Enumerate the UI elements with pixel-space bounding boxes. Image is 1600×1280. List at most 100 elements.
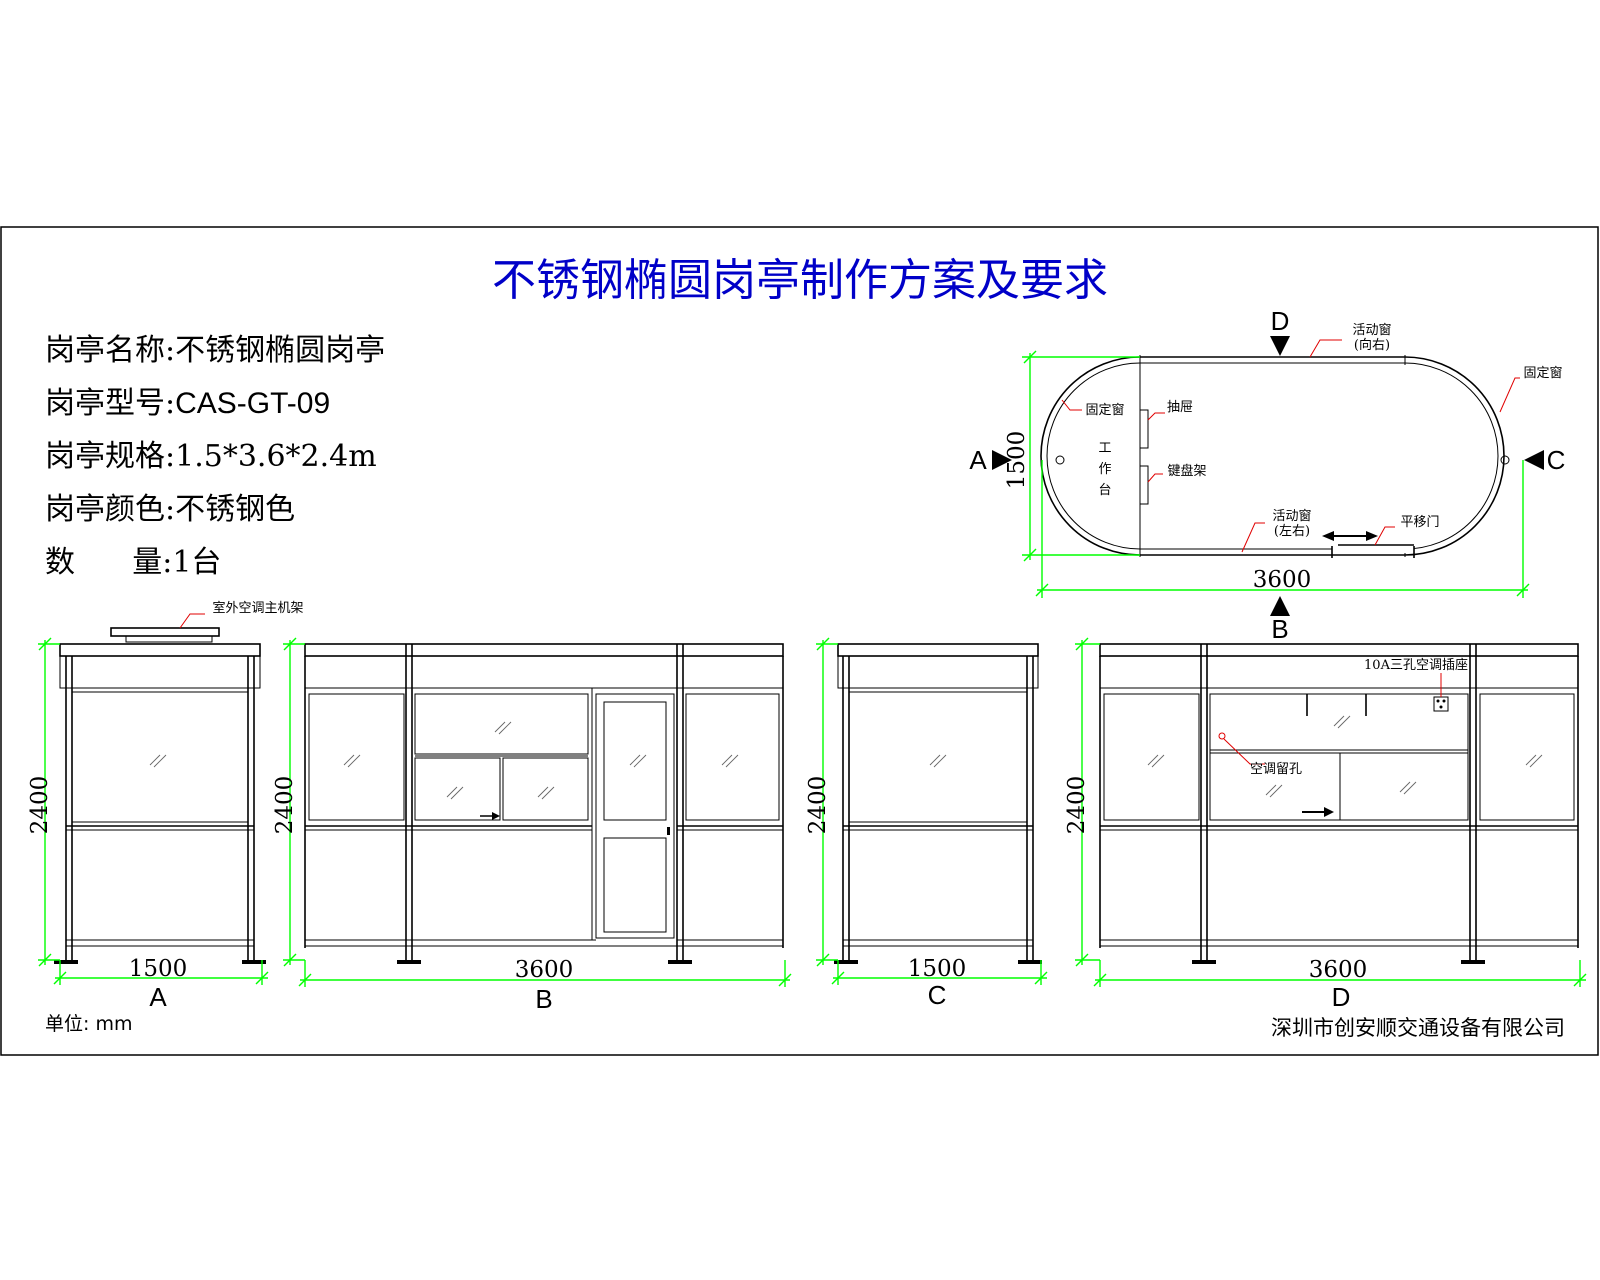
- elev-d-foot: [1192, 960, 1216, 964]
- leader-sliding-left: [1241, 522, 1265, 553]
- plan-workbench-char-1: 工: [1098, 441, 1111, 456]
- label-ac-bracket: 室外空调主机架: [212, 600, 303, 616]
- elev-b-window-left: [308, 693, 405, 821]
- spec-model: 岗亭型号:CAS-GT-09: [45, 386, 330, 421]
- plan-width-dim: 3600: [1253, 567, 1312, 593]
- view-marker-c: [1524, 450, 1544, 470]
- glass-mark: [1525, 754, 1543, 768]
- elev-tick: [38, 953, 52, 967]
- elev-b-door-glass: [603, 701, 667, 821]
- label-sliding-left: 活动窗: [1272, 508, 1311, 524]
- elev-tick: [255, 971, 269, 985]
- label-sliding-right: 活动窗: [1352, 322, 1391, 338]
- view-marker-a: [992, 450, 1012, 470]
- elev-a-fascia: [59, 655, 261, 689]
- elev-tick: [53, 971, 67, 985]
- label-fixed-right: 固定窗: [1523, 365, 1562, 381]
- spec-qty-value: 1台: [172, 545, 221, 580]
- elev-a-window: [71, 691, 249, 823]
- label-socket: 10A三孔空调插座: [1364, 658, 1468, 673]
- view-label-b: B: [1271, 614, 1288, 644]
- spec-size-label: 岗亭规格:: [45, 439, 175, 474]
- spec-color: 岗亭颜色:不锈钢色: [45, 492, 295, 527]
- leader-sliding-door: [1374, 526, 1395, 546]
- glass-mark: [1147, 754, 1165, 768]
- label-fixed-left: 固定窗: [1085, 402, 1124, 418]
- elev-a-foot: [242, 960, 266, 964]
- label-drawer: 抽屉: [1167, 400, 1193, 415]
- elev-d-foot: [1461, 960, 1485, 964]
- company-name: 深圳市创安顺交通设备有限公司: [1271, 1016, 1565, 1040]
- leader-ac-bracket: [179, 613, 205, 629]
- elev-c-foot: [1018, 960, 1042, 964]
- plan-dim-tick: [1516, 583, 1530, 597]
- elev-d-window-left: [1103, 693, 1200, 821]
- socket-pin: [1436, 699, 1440, 703]
- glass-mark: [1333, 715, 1351, 729]
- elev-tick: [38, 637, 52, 651]
- glass-mark: [446, 786, 464, 800]
- plan-post-circle-right: [1500, 455, 1510, 465]
- elev-b-window-upper: [414, 693, 589, 755]
- elev-b-door-panel: [603, 837, 667, 933]
- leader-fixed-left: [1061, 399, 1082, 411]
- elev-b-label: B: [535, 984, 552, 1014]
- leader-sliding-right: [1309, 339, 1342, 358]
- label-sliding-left-sub: (左右): [1274, 524, 1310, 539]
- elev-c-foot: [834, 960, 858, 964]
- label-keyboard: 键盘架: [1167, 463, 1206, 479]
- plan-depth-dim: 1500: [1004, 431, 1030, 490]
- view-label-a: A: [969, 445, 987, 475]
- elevation-d: 10A三孔空调插座 空调留孔 2400 3600 D: [1064, 637, 1587, 1012]
- spec-size-value: 1.5*3.6*2.4m: [175, 439, 377, 474]
- elev-b-slide-arrowhead: [492, 812, 500, 820]
- glass-mark: [721, 754, 739, 768]
- plan-door-gap: [1332, 545, 1414, 553]
- elev-d-height-dim: 2400: [1064, 776, 1090, 835]
- elev-c-width-dim: 1500: [908, 956, 967, 982]
- door-arrow-left: [1322, 531, 1334, 541]
- leader-drawer: [1147, 412, 1165, 421]
- elev-tick: [1034, 971, 1048, 985]
- label-ac-hole: 空调留孔: [1250, 762, 1302, 777]
- elev-a-foot: [54, 960, 78, 964]
- spec-list: 岗亭名称:不锈钢椭圆岗亭 岗亭型号:CAS-GT-09 岗亭规格:1.5*3.6…: [45, 333, 385, 580]
- plan-drawer: [1139, 409, 1149, 449]
- spec-color-value: 不锈钢色: [175, 492, 295, 527]
- spec-qty: 数 量:1台: [45, 545, 221, 580]
- elev-tick: [816, 953, 830, 967]
- door-arrow-right: [1366, 531, 1378, 541]
- elev-c-height-dim: 2400: [805, 776, 831, 835]
- label-sliding-door: 平移门: [1400, 515, 1439, 530]
- elev-c-label: C: [928, 980, 947, 1010]
- elevation-a: 室外空调主机架 2400 1500 A: [27, 600, 304, 1012]
- plan-keyboard-tray: [1139, 465, 1149, 505]
- elev-b-window-slide-1: [414, 757, 501, 821]
- spec-qty-label: 数 量:: [45, 545, 172, 580]
- socket-pin: [1439, 705, 1443, 709]
- elev-tick: [1075, 637, 1089, 651]
- label-sliding-right-sub: (向右): [1354, 337, 1390, 353]
- elev-b-door-frame: [595, 693, 675, 939]
- spec-name: 岗亭名称:不锈钢椭圆岗亭: [45, 333, 385, 368]
- plan-workbench-char-2: 作: [1098, 462, 1111, 477]
- glass-mark: [629, 754, 647, 768]
- leader-fixed-right: [1499, 377, 1520, 413]
- elev-d-width-dim: 3600: [1309, 957, 1368, 983]
- elev-tick: [298, 973, 312, 987]
- elev-tick: [1573, 973, 1587, 987]
- elev-d-window-center: [1209, 693, 1469, 821]
- leader-ac-hole: [1223, 738, 1265, 765]
- elev-d-slide-arrowhead: [1324, 807, 1334, 817]
- elev-b-height-dim: 2400: [272, 776, 298, 835]
- glass-mark: [149, 754, 167, 768]
- plan-view: 工 作 台 活动窗 (向右) 固定窗 固定窗 抽屉 键盘架 活动窗 (左右) 平…: [969, 306, 1565, 644]
- elev-b-foot: [668, 960, 692, 964]
- glass-mark: [537, 786, 555, 800]
- elev-tick: [816, 637, 830, 651]
- elevation-b: 2400 3600 B: [272, 637, 792, 1014]
- view-marker-b: [1270, 596, 1290, 616]
- glass-mark: [929, 754, 947, 768]
- elev-b-door-handle: [667, 827, 670, 835]
- spec-size: 岗亭规格:1.5*3.6*2.4m: [45, 439, 377, 474]
